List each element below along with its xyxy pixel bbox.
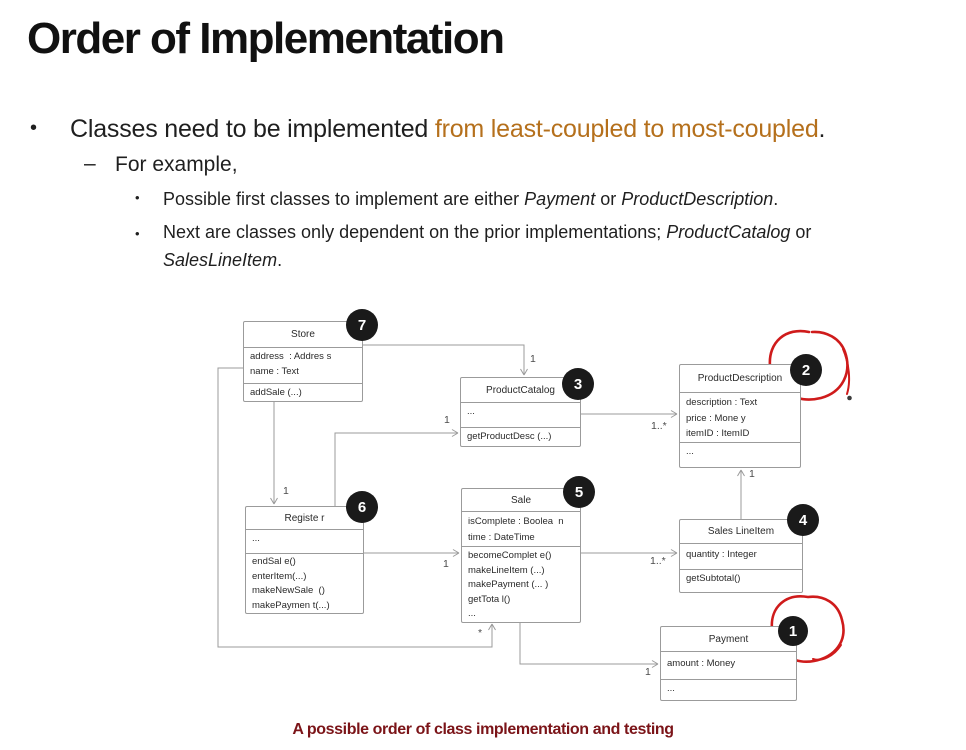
methods-section: ... <box>680 442 800 467</box>
methods-section: endSal e() enterItem(...) makeNewSale ()… <box>246 553 363 613</box>
bullet1-highlight: from least-coupled to most-coupled <box>434 115 819 143</box>
multiplicity-label: 1..* <box>650 555 666 567</box>
order-badge-sale: 5 <box>563 476 595 508</box>
bullet4-text: Next are classes only dependent on the p… <box>163 222 667 242</box>
bullet3-period: . <box>773 189 779 209</box>
bullet-dot-icon: • <box>135 226 140 241</box>
order-badge-payment: 1 <box>778 616 808 646</box>
diagram-caption: A possible order of class implementation… <box>292 721 674 738</box>
bullet-level2: –For example, <box>84 152 238 177</box>
bullet3-or: or <box>595 189 622 209</box>
dash-marker-icon: – <box>84 152 96 175</box>
page-title: Order of Implementation <box>27 14 505 63</box>
attributes-section: amount : Money <box>661 651 796 679</box>
bullet-level1: • Classes need to be implemented from lea… <box>30 115 826 144</box>
class-box-productdescription: ProductDescription description : Text pr… <box>679 364 801 468</box>
class-box-store: Store address : Addres s name : Text add… <box>243 321 363 402</box>
class-title: Registe r <box>284 512 325 524</box>
attributes-section: isComplete : Boolea n time : DateTime <box>462 511 580 546</box>
methods-section: getProductDesc (...) <box>461 427 580 446</box>
class-box-payment: Payment amount : Money ... <box>660 626 797 701</box>
class-box-saleslineitem: Sales LineItem quantity : Integer getSub… <box>679 519 803 593</box>
multiplicity-label: 1..* <box>651 420 667 432</box>
bullet1-period: . <box>818 115 826 143</box>
attributes-section: quantity : Integer <box>680 543 802 569</box>
class-title: Store <box>291 329 315 340</box>
bullet-level3-first: • Possible first classes to implement are… <box>135 189 779 210</box>
bullet1-text: Classes need to be implemented <box>70 115 435 143</box>
bullet4-or: or <box>790 222 812 242</box>
class-box-register: Registe r ... endSal e() enterItem(...) … <box>245 506 364 614</box>
bullet4-period: . <box>277 249 283 270</box>
attributes-section: ... <box>246 529 363 553</box>
order-badge-register: 6 <box>346 491 378 523</box>
class-title: ProductCatalog <box>486 384 555 396</box>
methods-section: ... <box>661 679 796 700</box>
class-title: Sales LineItem <box>707 526 775 537</box>
bullet3-payment: Payment <box>524 189 596 209</box>
multiplicity-label: 1 <box>283 485 289 497</box>
pen-dot <box>847 395 852 401</box>
class-box-sale: Sale isComplete : Boolea n time : DateTi… <box>461 488 581 623</box>
bullet3-productdescription: ProductDescription <box>621 189 774 209</box>
order-badge-store: 7 <box>346 309 378 341</box>
attributes-section: description : Text price : Mone y itemID… <box>680 392 800 442</box>
class-box-productcatalog: ProductCatalog ... getProductDesc (...) <box>460 377 581 447</box>
order-badge-productdescription: 2 <box>790 354 822 386</box>
class-title: Payment <box>708 633 749 645</box>
bullet4-productcatalog: ProductCatalog <box>666 222 791 242</box>
bullet-level3-second: • Next are classes only dependent on the … <box>135 219 812 274</box>
multiplicity-label: 1 <box>444 414 450 426</box>
class-title: Sale <box>510 494 531 506</box>
order-badge-saleslineitem: 4 <box>787 504 819 536</box>
bullet-dot-icon: • <box>30 117 37 139</box>
attributes-section: ... <box>461 402 580 427</box>
multiplicity-label: 1 <box>443 558 449 570</box>
multiplicity-label: 1 <box>645 666 651 678</box>
multiplicity-label: 1 <box>749 468 755 480</box>
bullet-dot-icon: • <box>135 190 140 205</box>
multiplicity-label: * <box>478 627 483 639</box>
attributes-section: address : Addres s name : Text <box>244 347 362 383</box>
methods-section: becomeComplet e() makeLineItem (...) mak… <box>462 546 580 622</box>
multiplicity-label: 1 <box>530 353 536 365</box>
class-title: ProductDescription <box>697 373 783 384</box>
methods-section: getSubtotal() <box>680 569 802 592</box>
bullet4-saleslineitem: SalesLineItem <box>163 249 278 270</box>
bullet3-text: Possible first classes to implement are … <box>163 189 525 209</box>
bullet2-text: For example, <box>115 153 238 176</box>
order-badge-productcatalog: 3 <box>562 368 594 400</box>
methods-section: addSale (...) <box>244 383 362 401</box>
